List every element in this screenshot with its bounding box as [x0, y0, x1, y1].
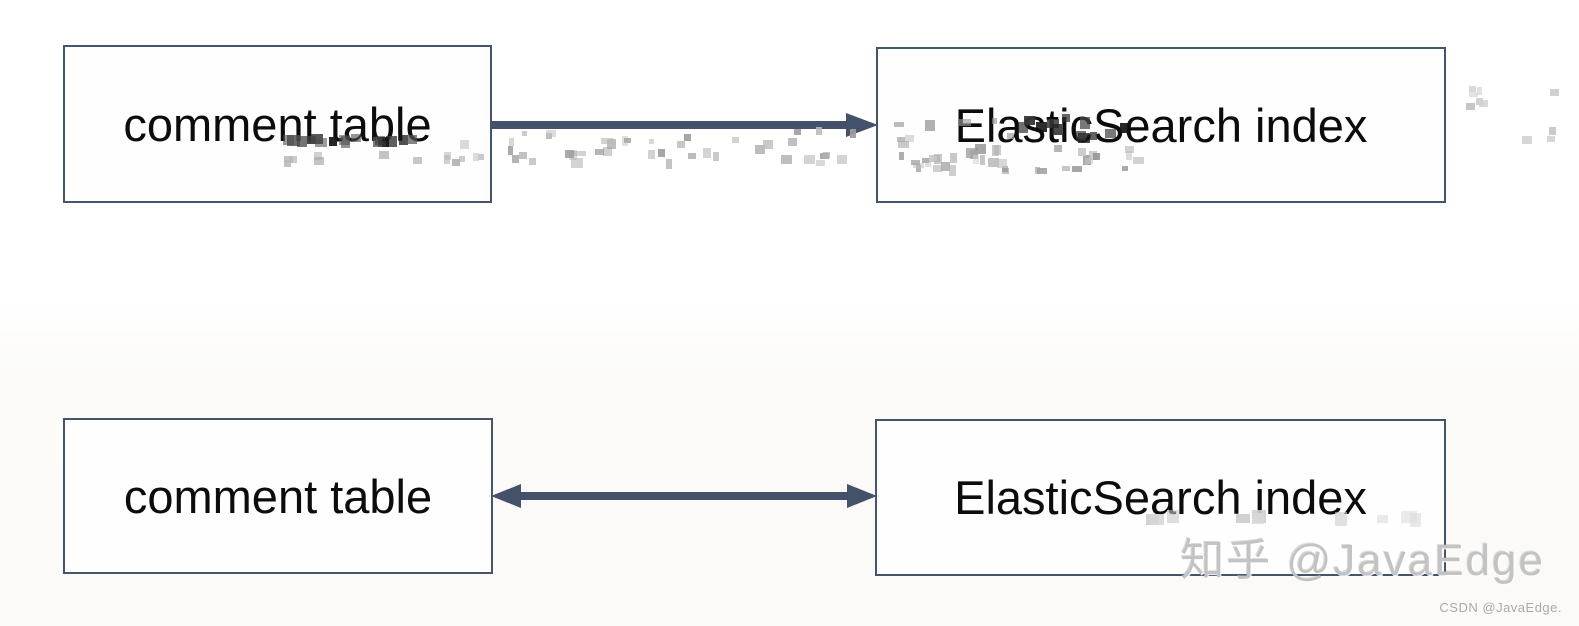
noise-block [607, 138, 617, 150]
noise-block [815, 126, 822, 136]
box-comment-table-bottom: comment table [63, 418, 493, 574]
noise-block [781, 155, 793, 165]
box-comment-table-top: comment table [63, 45, 492, 203]
noise-block [648, 139, 654, 145]
box-comment-table-bottom-label: comment table [123, 469, 433, 523]
noise-block [754, 145, 766, 155]
noise-block [793, 128, 801, 136]
noise-block [507, 146, 514, 155]
noise-block [1476, 98, 1483, 106]
noise-block [1478, 99, 1488, 107]
noise-block [601, 138, 613, 145]
noise-block [621, 136, 628, 146]
noise-block [1548, 126, 1557, 136]
noise-block [528, 157, 536, 166]
two-way-arrow-icon [491, 484, 877, 508]
noise-block [819, 152, 830, 160]
noise-block [603, 147, 612, 157]
noise-block [713, 151, 719, 162]
noise-block [1549, 88, 1559, 97]
noise-block [1469, 85, 1476, 93]
noise-block [849, 129, 857, 139]
noise-block [518, 152, 527, 159]
noise-block [1546, 136, 1555, 142]
noise-block [687, 152, 697, 159]
noise-block [1522, 136, 1532, 145]
noise-block [545, 129, 556, 137]
box-elasticsearch-index-bottom-label: ElasticSearch index [954, 471, 1367, 524]
noise-block [666, 159, 673, 170]
noise-block [815, 159, 825, 167]
noise-block [1476, 87, 1483, 96]
one-way-arrow-icon [492, 113, 878, 137]
noise-block [763, 139, 773, 149]
box-comment-table-top-label: comment table [123, 97, 432, 151]
noise-block [545, 133, 552, 140]
noise-block [647, 150, 655, 160]
box-elasticsearch-index-top: ElasticSearch index [876, 47, 1446, 203]
noise-block [836, 154, 847, 165]
noise-block [684, 133, 692, 141]
csdn-watermark: CSDN @JavaEdge. [1439, 600, 1562, 615]
noise-block [565, 150, 574, 158]
noise-block [574, 151, 586, 157]
noise-block [521, 130, 528, 137]
box-elasticsearch-index-top-label: ElasticSearch index [954, 98, 1368, 152]
noise-block [511, 155, 520, 163]
noise-block [703, 147, 712, 158]
box-elasticsearch-index-bottom: ElasticSearch index [875, 419, 1446, 576]
noise-block [623, 137, 631, 143]
noise-block [677, 141, 685, 149]
noise-block [568, 150, 578, 161]
noise-block [658, 148, 665, 158]
noise-block [1468, 91, 1478, 97]
noise-block [822, 152, 831, 158]
noise-block [732, 137, 739, 144]
noise-block [595, 148, 605, 155]
noise-block [1465, 103, 1475, 111]
noise-block [571, 157, 583, 168]
noise-block [508, 137, 514, 147]
noise-block [804, 154, 815, 165]
noise-block [787, 138, 797, 147]
